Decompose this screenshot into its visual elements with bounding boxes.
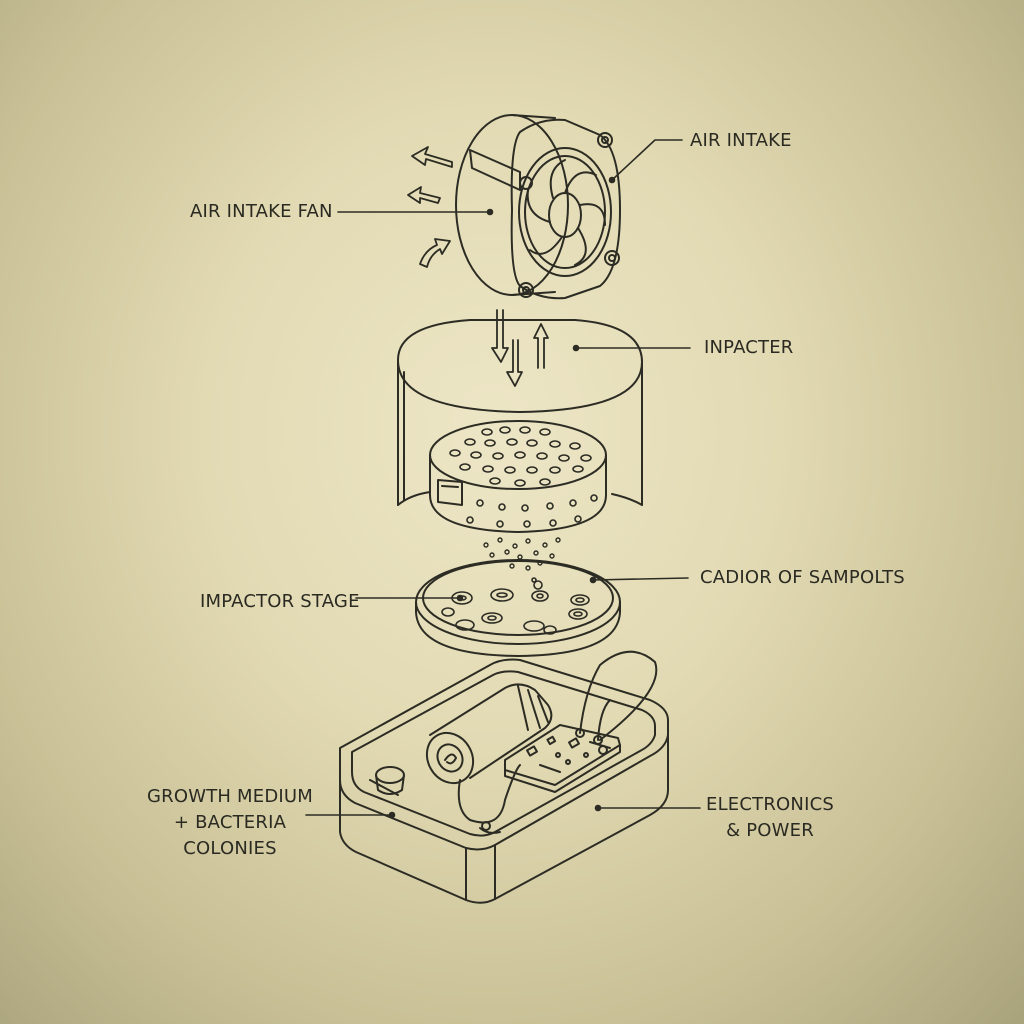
label-electronics-power: ELECTRONICS & POWER	[700, 792, 840, 844]
air-intake-fan	[455, 114, 621, 300]
label-electronics-line-1: ELECTRONICS	[706, 794, 834, 815]
label-inpacter: INPACTER	[704, 337, 794, 358]
label-electronics-line-2: & POWER	[726, 820, 814, 841]
label-growth-medium-line-1: GROWTH MEDIUM	[146, 786, 314, 807]
impactor-stage-dish	[415, 559, 621, 657]
particles	[483, 537, 561, 571]
label-air-intake: AIR INTAKE	[690, 130, 792, 151]
perforated-cylinder	[429, 420, 607, 533]
impacter-shell	[397, 319, 643, 506]
label-cadior-of-sampolts: CADIOR OF SAMPOLTS	[700, 567, 905, 588]
airflow-arrows	[407, 146, 453, 268]
label-growth-medium-line-3: COLONIES	[183, 838, 277, 859]
flow-arrows	[491, 309, 549, 387]
label-growth-medium: GROWTH MEDIUM + BACTERIA COLONIES	[132, 784, 328, 862]
leader-lines	[305, 139, 701, 819]
label-air-intake-fan: AIR INTAKE FAN	[190, 201, 333, 222]
label-growth-medium-line-2: + BACTERIA	[173, 812, 287, 833]
base-enclosure	[339, 650, 669, 904]
label-impactor-stage: IMPACTOR STAGE	[200, 591, 360, 612]
